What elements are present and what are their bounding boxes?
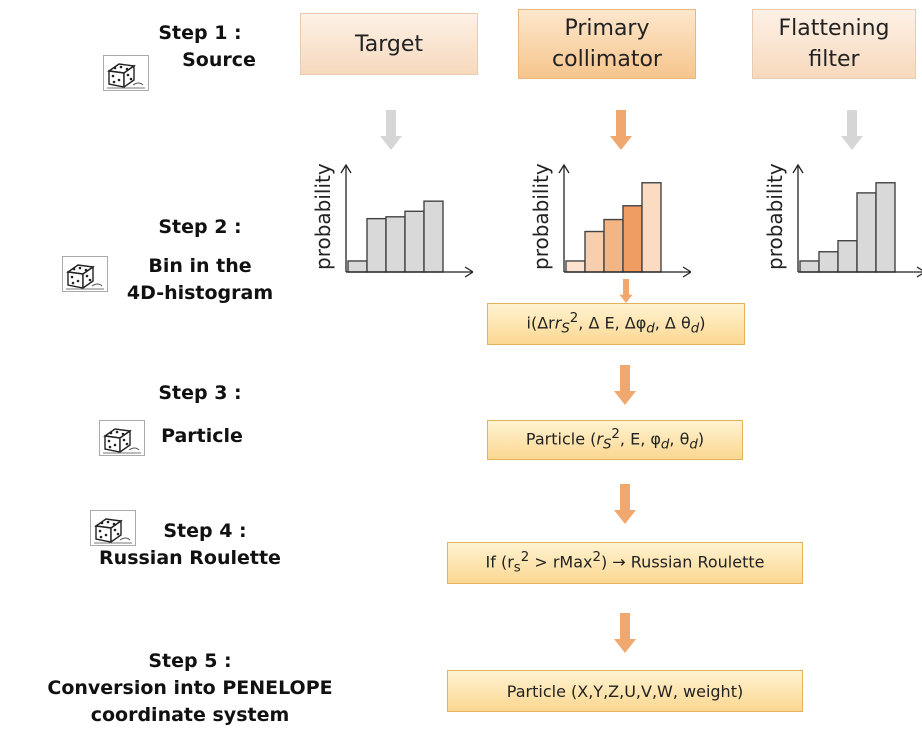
sq-sup: 2 (592, 550, 601, 566)
step-2-text-2: 4D-histogram (126, 282, 274, 304)
step-1-text: Source (182, 49, 256, 71)
step-2-title: Step 2 : (158, 216, 242, 238)
y-axis-arrowhead (340, 163, 352, 174)
x-axis-arrowhead (682, 266, 691, 278)
particle-rest: , E, φ (619, 429, 661, 449)
histogram-bar (875, 182, 896, 273)
s-sub: s (513, 560, 521, 576)
d-sub: d (690, 321, 700, 337)
histogram-bar (423, 200, 444, 273)
russian-roulette-box: If (rs2 > rMax2) → Russian Roulette (447, 542, 803, 584)
y-axis-label: probability (763, 163, 787, 270)
dice-icon (99, 420, 145, 456)
histogram-bar (366, 217, 387, 273)
histogram-bar (565, 260, 586, 273)
final-particle-box: Particle (X,Y,Z,U,V,W, weight) (447, 670, 803, 712)
sq-sup: 2 (611, 427, 620, 443)
histogram-bar (404, 210, 425, 273)
x-axis-arrowhead (916, 266, 922, 278)
step-5-text: Conversion into PENELOPE (47, 677, 333, 699)
bin-index-prefix: i(Δr (526, 313, 555, 333)
bin-close-text: , Δ θ (654, 313, 691, 333)
step-2-label: Step 2 : Bin in the 4D-histogram (100, 214, 300, 307)
roulette-mid: > rMax (529, 552, 593, 572)
histogram-bar (584, 230, 605, 273)
primary-collimator-label-1: Primary (564, 16, 650, 41)
primary-collimator-label-2: collimator (552, 47, 662, 72)
histogram-bar (641, 182, 662, 273)
sq-sup: 2 (520, 550, 530, 566)
bin-index-box: i(ΔrrS2, Δ E, Δφd, Δ θd) (487, 303, 745, 345)
bin-vars-text: , Δ E, Δφ (578, 313, 647, 333)
x-axis-arrowhead (464, 266, 473, 278)
russian-roulette-text: If (rs2 > rMax2) → Russian Roulette (486, 550, 765, 576)
sq-sup: 2 (569, 311, 579, 327)
bin-index-text: i(ΔrrS2, Δ E, Δφd, Δ θd) (526, 311, 706, 337)
particle-text: Particle (rS2, E, φd, θd) (525, 427, 705, 453)
histogram-bar (856, 192, 877, 273)
y-axis-arrowhead (558, 163, 570, 174)
histogram-bar (622, 205, 643, 273)
step-3-text: Particle (161, 425, 243, 447)
histogram-bar (837, 240, 858, 273)
particle-prefix: Particle ( (525, 429, 597, 449)
flattening-filter-source-box: Flattening filter (752, 9, 916, 79)
y-axis-label: probability (529, 163, 553, 270)
primary-collimator-source-box: Primary collimator (518, 9, 696, 79)
final-particle-text: Particle (X,Y,Z,U,V,W, weight) (506, 681, 744, 701)
orange-down-arrow (610, 108, 632, 152)
roulette-end: ) → Russian Roulette (600, 552, 765, 572)
step-4-label: Step 4 : Russian Roulette (80, 518, 300, 572)
gray-down-arrow (841, 108, 863, 152)
d-sub: d (689, 437, 698, 453)
gray-down-arrow (380, 108, 402, 152)
particle-box: Particle (rS2, E, φd, θd) (487, 420, 743, 460)
orange-down-arrow (614, 482, 636, 526)
histogram-bar (818, 251, 839, 273)
step-2-text: Bin in the (148, 255, 252, 277)
step-5-title: Step 5 : (148, 650, 232, 672)
flattening-filter-label-1: Flattening (778, 16, 890, 41)
d-sub: d (646, 321, 655, 337)
step-4-title: Step 4 : (163, 520, 247, 542)
orange-down-arrow (617, 279, 635, 303)
dice-icon (62, 256, 108, 292)
y-axis-arrowhead (792, 163, 804, 174)
roulette-prefix: If (r (485, 552, 514, 572)
histogram-bar (603, 218, 624, 273)
orange-down-arrow (614, 363, 636, 407)
s-sub: S (602, 437, 612, 453)
step-3-label: Step 3 : Particle (110, 380, 290, 450)
step-4-text: Russian Roulette (99, 547, 281, 569)
r-symbol: r (554, 313, 562, 333)
step-5-text-2: coordinate system (90, 704, 290, 726)
step-1-label: Step 1 : Source (110, 20, 290, 74)
target-label: Target (354, 31, 424, 57)
step-5-label: Step 5 : Conversion into PENELOPE coordi… (40, 648, 340, 729)
particle-theta: , θ (669, 429, 690, 449)
step-1-title: Step 1 : (158, 22, 242, 44)
step-3-title: Step 3 : (158, 382, 242, 404)
target-source-box: Target (300, 13, 478, 75)
r-symbol: r (596, 429, 603, 449)
s-sub: S (561, 321, 570, 337)
y-axis-label: probability (311, 163, 335, 270)
orange-down-arrow (614, 611, 636, 655)
histogram-bar (347, 260, 368, 273)
dice-icon (103, 55, 149, 91)
histogram-bar (799, 260, 820, 273)
d-sub: d (660, 437, 670, 453)
histogram-bar (385, 216, 406, 273)
flattening-filter-label-2: filter (808, 47, 860, 72)
